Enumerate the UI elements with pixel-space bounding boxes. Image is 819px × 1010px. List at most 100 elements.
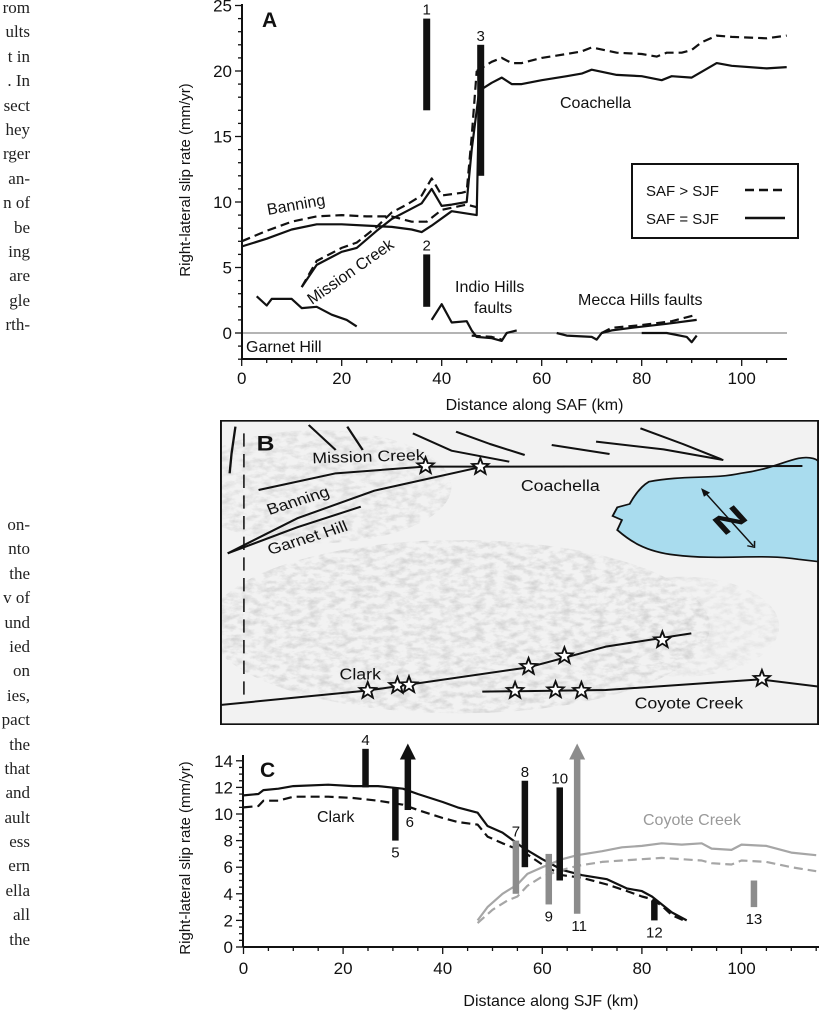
panel-label-c: C bbox=[260, 759, 275, 782]
series-line-mission-creek-solid bbox=[300, 90, 481, 288]
body-text-line: t in bbox=[7, 46, 30, 66]
site-markers bbox=[357, 454, 773, 700]
bar-label: 10 bbox=[551, 770, 568, 787]
body-text-line: be bbox=[13, 217, 30, 237]
body-text-line: ies, bbox=[6, 685, 30, 705]
y-tick-label: 14 bbox=[214, 752, 233, 771]
shaded-relief bbox=[220, 420, 819, 725]
series-line-clark-solid bbox=[243, 783, 688, 922]
fault-line-banning bbox=[227, 465, 483, 555]
bar-label: 11 bbox=[571, 918, 587, 935]
bar-label: 4 bbox=[361, 732, 369, 749]
y-tick-label: 4 bbox=[224, 885, 233, 904]
star-icon bbox=[751, 667, 773, 688]
body-text-line: ella bbox=[5, 880, 30, 900]
arrow-head-icon bbox=[569, 743, 586, 760]
fault-annotation: Mecca Hills faults bbox=[578, 292, 702, 309]
map-label-coachella: Coachella bbox=[521, 477, 601, 495]
slip-rate-bar-7 bbox=[512, 840, 520, 894]
slip-rate-bar-2 bbox=[423, 254, 431, 307]
fault-annotation: Indio Hills bbox=[455, 279, 524, 296]
y-tick-label: 10 bbox=[213, 193, 232, 212]
y-tick-label: 20 bbox=[213, 62, 232, 81]
bar-label: 7 bbox=[512, 824, 520, 841]
slip-rate-bar-13 bbox=[750, 880, 758, 908]
series-line-indio-hills-faults-dashed bbox=[471, 334, 502, 341]
body-text-line: on- bbox=[7, 515, 30, 534]
body-text-line: nto bbox=[8, 539, 30, 559]
y-tick-label: 15 bbox=[213, 128, 232, 147]
fault-line-garnet-hill bbox=[227, 505, 362, 555]
panel-label-a: A bbox=[262, 9, 277, 32]
body-text-line: that bbox=[4, 758, 31, 778]
y-tick-label: 0 bbox=[224, 938, 233, 957]
bar-label: 2 bbox=[423, 237, 431, 254]
x-axis-label: Distance along SAF (km) bbox=[446, 397, 624, 414]
map-frame bbox=[220, 420, 819, 725]
x-tick-label: 80 bbox=[632, 369, 651, 388]
bar-label: 13 bbox=[746, 911, 763, 928]
fault-line-upper-5 bbox=[551, 444, 610, 455]
panel-label-b: B bbox=[257, 431, 275, 455]
star-icon bbox=[517, 655, 540, 676]
x-tick-label: 0 bbox=[237, 369, 246, 388]
body-text-line: ern bbox=[8, 856, 30, 876]
lake bbox=[611, 456, 819, 563]
x-tick-label: 60 bbox=[532, 369, 551, 388]
body-text-line: on bbox=[13, 661, 30, 681]
body-text-line: gle bbox=[9, 290, 30, 310]
series-line-coachella-dashed bbox=[476, 34, 787, 72]
body-text-line: the bbox=[9, 734, 30, 754]
legend-box bbox=[631, 163, 799, 239]
bar-label: 8 bbox=[521, 764, 529, 781]
series-line-mecca-hills-faults-solid bbox=[556, 318, 697, 341]
slip-rate-bar-10 bbox=[556, 787, 563, 881]
x-tick-label: 0 bbox=[239, 959, 248, 978]
fault-annotation: Coachella bbox=[560, 95, 631, 112]
body-text-line: rom bbox=[2, 0, 30, 17]
star-icon bbox=[414, 454, 437, 476]
star-icon bbox=[504, 679, 526, 700]
north-arrow-shaft bbox=[702, 490, 754, 547]
y-axis-label: Right-lateral slip rate (mm/yr) bbox=[177, 83, 194, 276]
body-text-line: the bbox=[9, 929, 30, 949]
body-text-line: v of bbox=[3, 588, 30, 608]
body-text-line: and bbox=[5, 783, 30, 803]
series-line-mecca-hills-faults-solid bbox=[641, 331, 698, 344]
slip-rate-bar-1 bbox=[423, 18, 431, 111]
body-text-line: ults bbox=[5, 22, 30, 42]
map-label-coyote-creek: Coyote Creek bbox=[635, 695, 744, 713]
star-icon bbox=[651, 628, 674, 650]
body-text-line: . In bbox=[7, 71, 30, 91]
fault-annotation: Mission Creek bbox=[305, 236, 399, 309]
body-text-line: rger bbox=[2, 144, 30, 164]
bar-label: 9 bbox=[545, 908, 553, 925]
star-icon bbox=[553, 644, 576, 666]
fault-annotation: Coyote Creek bbox=[643, 812, 742, 829]
series-line-mission-creek-dashed bbox=[300, 70, 478, 288]
fault-line-upper-6 bbox=[595, 440, 724, 461]
arrow-head-icon bbox=[399, 743, 416, 760]
body-text-line: ault bbox=[4, 807, 31, 827]
star-icon bbox=[398, 673, 420, 695]
fault-line-upper-3 bbox=[412, 432, 510, 463]
body-text-line: the bbox=[9, 563, 30, 583]
series-line-coyote-creek-dashed bbox=[476, 856, 817, 924]
slip-rate-bar-5 bbox=[392, 787, 399, 841]
fault-line-upper-2 bbox=[346, 426, 364, 451]
x-tick-label: 40 bbox=[432, 369, 451, 388]
body-text-line: ied bbox=[9, 636, 30, 656]
y-tick-label: 0 bbox=[223, 324, 232, 343]
x-tick-label: 20 bbox=[332, 369, 351, 388]
slip-rate-bar-12 bbox=[651, 900, 658, 921]
body-text-line: hey bbox=[5, 119, 30, 139]
body-text-line: rth- bbox=[5, 315, 30, 335]
north-arrow-tail bbox=[747, 540, 756, 549]
legend-label: SAF > SJF bbox=[646, 183, 719, 200]
body-text-line: pact bbox=[1, 710, 30, 730]
